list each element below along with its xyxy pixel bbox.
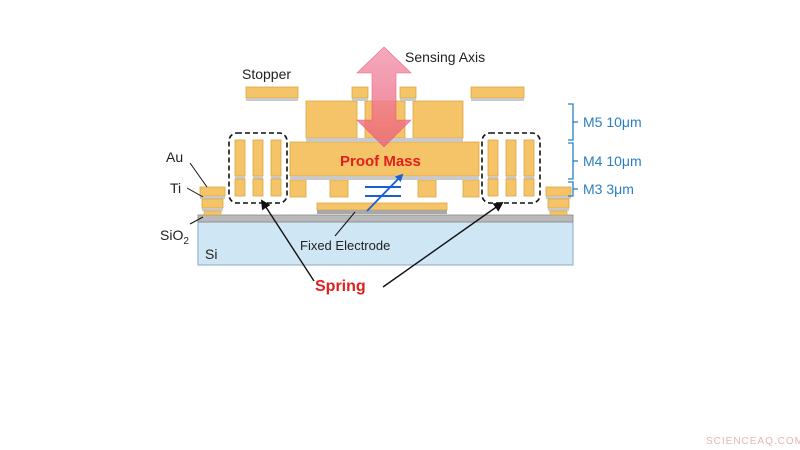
- stopper-right: [470, 86, 525, 99]
- left-anchor: [199, 186, 226, 216]
- si-label: Si: [205, 246, 217, 262]
- fixed-electrode-leader-line: [334, 211, 356, 237]
- sio2-layer: [197, 214, 574, 223]
- watermark: SCIENCEAQ.COM: [706, 436, 800, 447]
- layer-m5-label: M5 10μm: [583, 114, 642, 130]
- sio2-leader-line: [189, 216, 204, 225]
- spring-arrow-left: [260, 199, 315, 282]
- proof-mass-label: Proof Mass: [340, 153, 421, 170]
- stoppers: [245, 86, 525, 101]
- spring-label: Spring: [315, 278, 366, 295]
- left-spring-beams: [234, 139, 282, 197]
- au-label: Au: [166, 149, 183, 165]
- layer-m4-label: M4 10μm: [583, 153, 642, 169]
- si-substrate: [197, 221, 574, 266]
- fixed-electrode: [316, 202, 448, 211]
- sensing-axis-label: Sensing Axis: [405, 49, 485, 65]
- stopper-left: [245, 86, 299, 99]
- fixed-electrode-ti: [317, 210, 447, 214]
- sio2-label: SiO2: [160, 227, 189, 247]
- stopper-center-right: [399, 86, 417, 99]
- sio2-label-subscript: 2: [183, 236, 189, 247]
- stopper-center-left: [351, 86, 369, 99]
- sio2-label-main: SiO: [160, 227, 183, 243]
- right-spring-beams: [487, 139, 535, 197]
- proof-mass-m3: [289, 179, 480, 198]
- au-leader-line: [189, 162, 208, 188]
- fixed-electrode-label: Fixed Electrode: [300, 238, 390, 253]
- variable-capacitor-icon: [365, 173, 404, 212]
- proof-mass-m4: [289, 141, 480, 180]
- layer-brackets: [568, 103, 578, 197]
- spring-box-right: [481, 132, 541, 204]
- stopper-label: Stopper: [242, 66, 291, 82]
- right-anchor: [545, 186, 572, 216]
- layer-m3-label: M3 3μm: [583, 181, 634, 197]
- spring-box-left: [228, 132, 288, 204]
- spring-arrow-right: [382, 201, 504, 288]
- ti-label: Ti: [170, 180, 181, 196]
- sensing-axis-arrow: [356, 46, 412, 148]
- ti-leader-line: [186, 187, 204, 198]
